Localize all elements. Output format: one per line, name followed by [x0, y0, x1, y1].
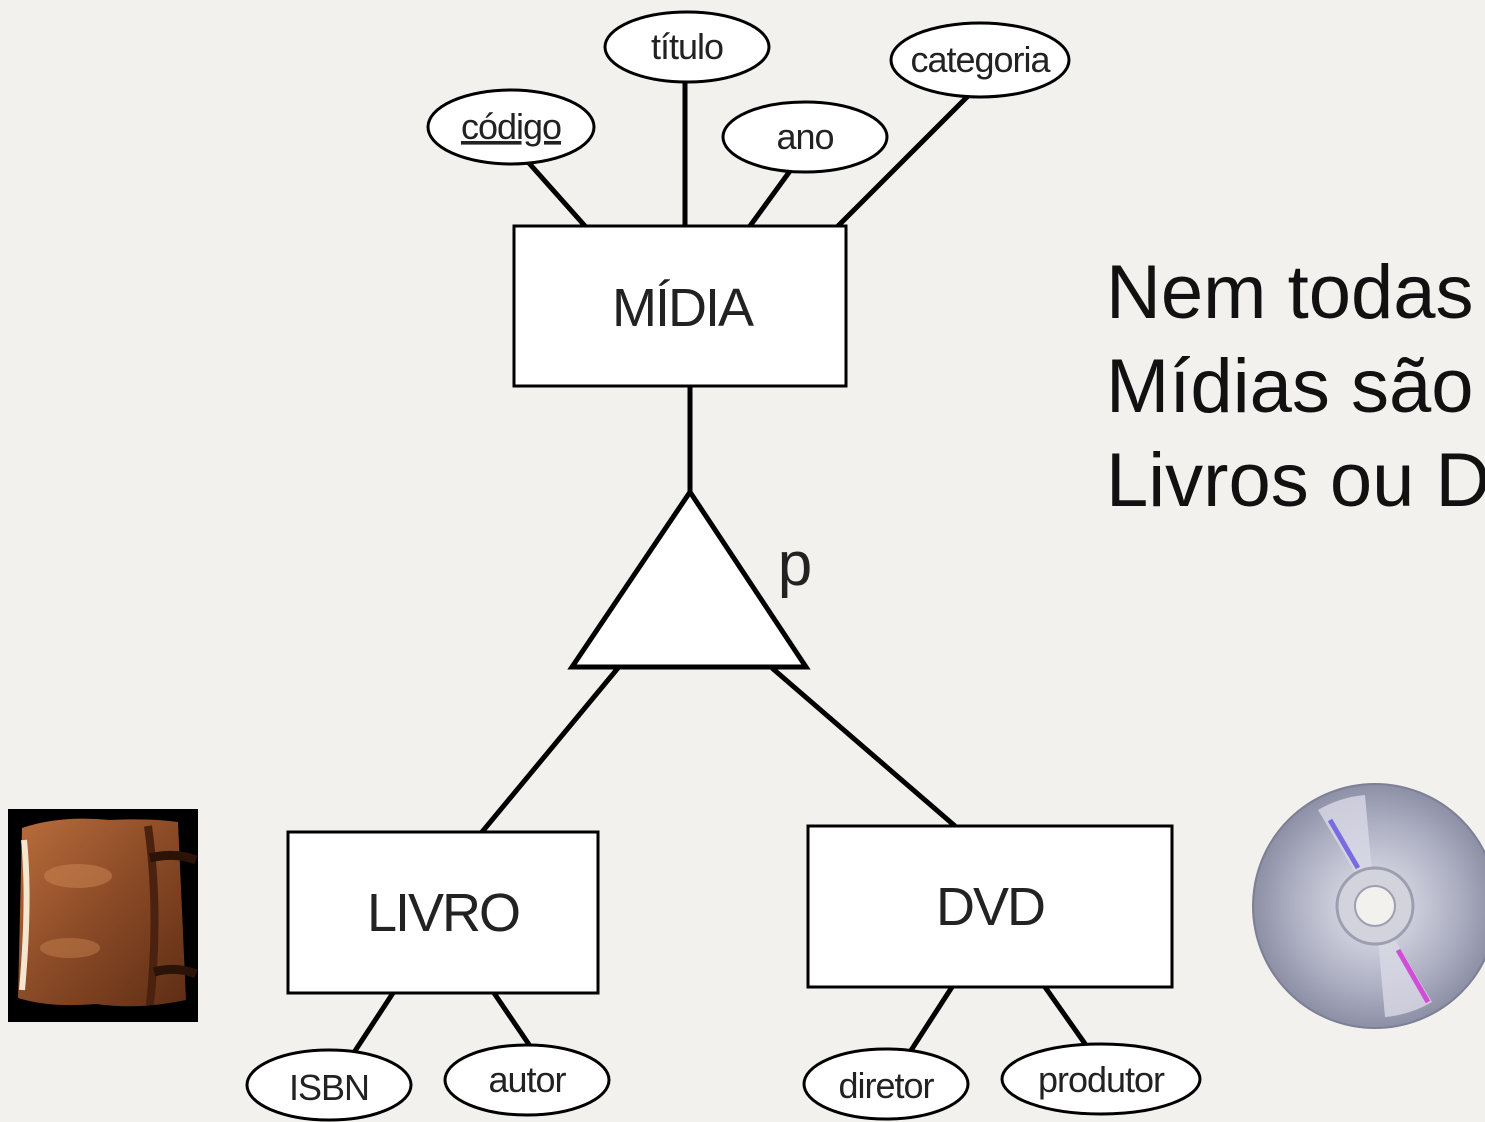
- attribute-categoria-label: categoria: [910, 39, 1051, 80]
- attribute-codigo[interactable]: código: [426, 88, 596, 166]
- attribute-produtor[interactable]: produtor: [1000, 1042, 1202, 1116]
- attribute-diretor-label: diretor: [838, 1065, 934, 1106]
- dvd-disc-icon: [1252, 783, 1485, 1029]
- attribute-autor-label: autor: [488, 1059, 566, 1100]
- book-icon: [8, 809, 198, 1022]
- attribute-codigo-label: código: [461, 106, 561, 147]
- entity-midia[interactable]: MÍDIA: [512, 224, 848, 388]
- entity-dvd-label: DVD: [936, 877, 1044, 937]
- note-line: Livros ou D: [1106, 438, 1485, 523]
- connector-lines: [350, 80, 1091, 1056]
- entity-livro-label: LIVRO: [367, 883, 519, 943]
- attribute-categoria[interactable]: categoria: [889, 21, 1071, 99]
- attribute-isbn-label: ISBN: [289, 1067, 369, 1108]
- attribute-produtor-label: produtor: [1038, 1059, 1165, 1100]
- attribute-titulo-label: título: [651, 26, 723, 67]
- specialization-constraint-label: p: [778, 530, 812, 599]
- attribute-isbn[interactable]: ISBN: [245, 1048, 413, 1122]
- attribute-ano[interactable]: ano: [721, 100, 889, 174]
- entity-midia-label: MÍDIA: [612, 278, 754, 338]
- attribute-autor[interactable]: autor: [443, 1043, 611, 1117]
- entity-dvd[interactable]: DVD: [806, 824, 1174, 989]
- attribute-ano-label: ano: [776, 116, 833, 157]
- attribute-diretor[interactable]: diretor: [802, 1047, 970, 1121]
- note-line: Nem todas: [1106, 250, 1474, 335]
- attribute-titulo[interactable]: título: [603, 10, 771, 84]
- specialization-triangle[interactable]: [567, 487, 811, 670]
- entity-livro[interactable]: LIVRO: [286, 830, 600, 995]
- note-text: Nem todas Mídias são Livros ou D: [1106, 246, 1485, 528]
- note-line: Mídias são: [1106, 344, 1474, 429]
